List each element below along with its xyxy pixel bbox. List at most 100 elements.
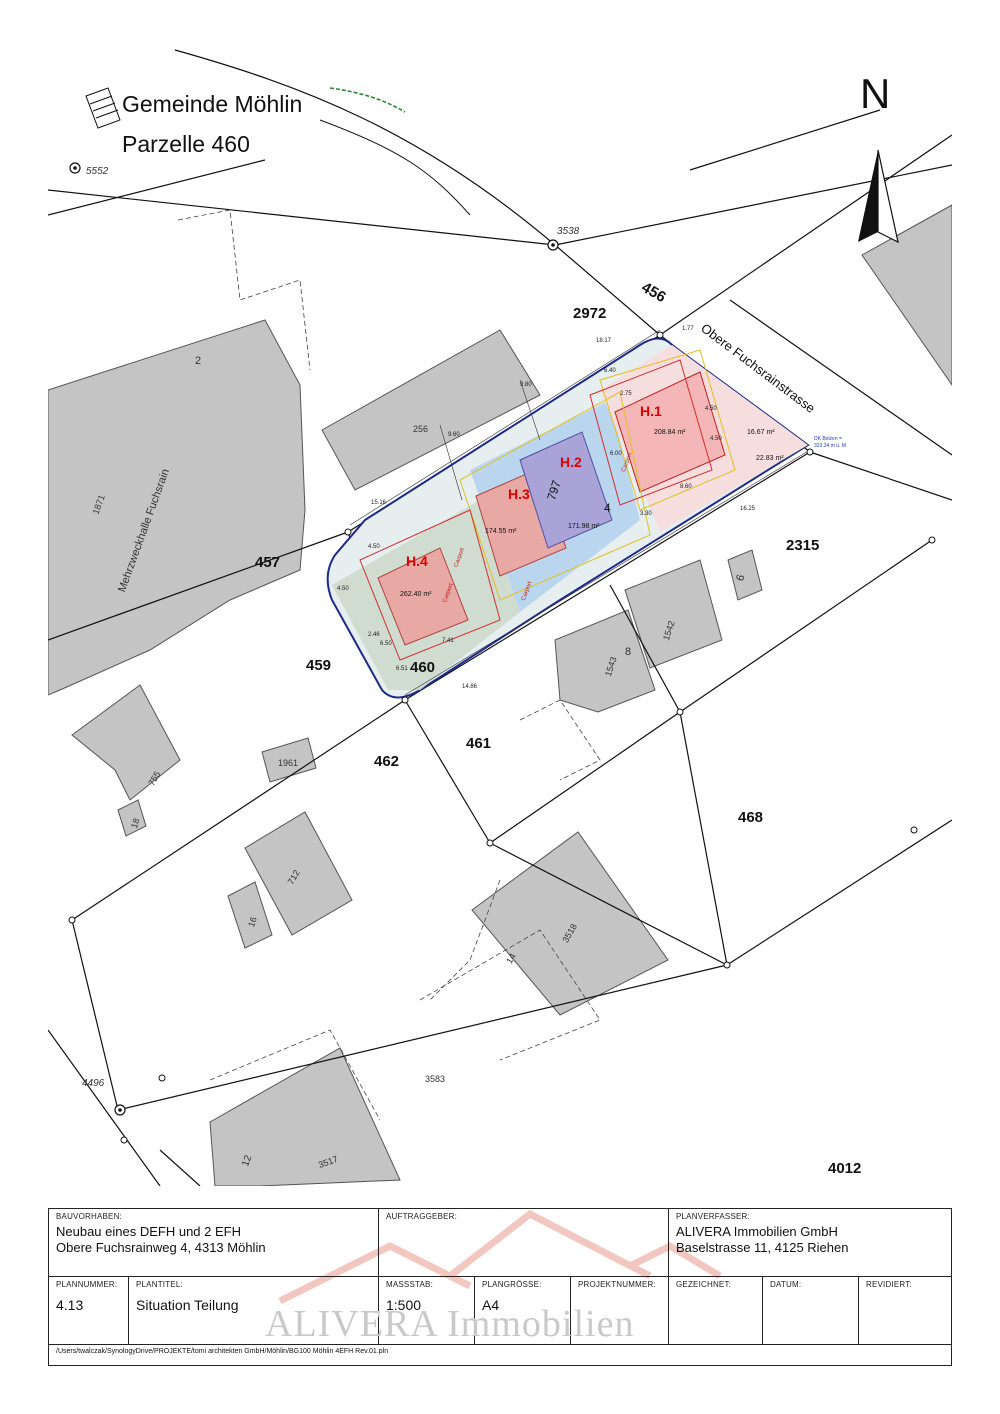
house-number-797: 797 [544,478,564,502]
cell-bauvorhaben: BAUVORHABEN: Neubau eines DEFH und 2 EFH… [49,1209,379,1277]
svg-text:16.25: 16.25 [740,506,756,512]
building-755 [71,684,181,801]
house-h4-label: H.4 [406,553,428,569]
plangroesse-value: A4 [482,1297,500,1313]
parcel-468: 468 [738,809,763,826]
svg-text:14: 14 [504,952,518,966]
svg-text:6.51: 6.51 [396,666,408,672]
parcel-456: 456 [639,279,669,306]
house-number-4: 4 [604,501,611,515]
north-label: N [860,70,890,117]
cell-plantitel: PLANTITEL: Situation Teilung [129,1277,379,1345]
svg-text:7.41: 7.41 [442,638,454,644]
planverfasser-line1: ALIVERA Immobilien GmbH [676,1224,838,1239]
building-16 [227,881,273,949]
dk-note-2: 323.34 m ü. M [814,443,846,449]
house-h2-area: 171.98 m² [568,523,600,530]
building-north-east [861,204,952,386]
svg-text:18.17: 18.17 [596,338,612,344]
cell-plangroesse: PLANGRÖSSE: A4 [475,1277,571,1345]
file-path: /Users/twalczak/SynologyDrive/PROJEKTE/t… [56,1348,389,1355]
svg-text:4.50: 4.50 [337,586,349,592]
cell-planverfasser: PLANVERFASSER: ALIVERA Immobilien GmbH B… [669,1209,951,1277]
svg-text:14.86: 14.86 [462,684,478,690]
plannummer-value: 4.13 [56,1297,84,1313]
house-h2-label: H.2 [560,454,582,470]
building-3518 [471,831,669,1016]
svg-text:9.60: 9.60 [448,432,460,438]
svg-text:256: 256 [413,424,428,434]
parcel-462: 462 [374,753,399,770]
house-h3-area: 174.55 m² [485,528,517,535]
cell-revidiert: REVIDIERT: [859,1277,951,1345]
svg-text:6: 6 [734,573,747,583]
parcel-4012: 4012 [828,1160,861,1177]
building-mehrzweckhalle [48,319,306,696]
svg-text:9.80: 9.80 [520,382,532,388]
area-small-2: 22.83 m² [756,455,784,462]
svg-text:15.16: 15.16 [371,500,387,506]
site-plan-map: 2 256 6 8 1542 1543 755 18 1961 712 16 3… [48,48,952,1186]
point-label-5552: 5552 [86,166,109,177]
house-h4-area: 262.40 m² [400,591,432,598]
parcel-2315: 2315 [786,537,819,554]
svg-text:16: 16 [246,916,259,929]
building-3517 [209,1047,401,1186]
svg-text:8.60: 8.60 [680,484,692,490]
parcel-457: 457 [255,554,280,571]
cell-file-path: /Users/twalczak/SynologyDrive/PROJEKTE/t… [49,1345,951,1365]
building-1543 [554,609,656,713]
planverfasser-line2: Baselstrasse 11, 4125 Riehen [676,1240,849,1255]
building-256 [321,329,541,491]
map-title-line2: Parzelle 460 [122,131,250,157]
svg-text:6.50: 6.50 [380,641,392,647]
point-label-4496: 4496 [82,1078,105,1089]
svg-text:2: 2 [195,355,201,367]
dk-note-1: DK Bolzen = [814,436,842,442]
svg-text:3.30: 3.30 [640,511,652,517]
svg-text:4.50: 4.50 [705,406,717,412]
svg-text:8: 8 [625,646,631,658]
svg-text:3583: 3583 [425,1074,445,1084]
parcel-461: 461 [466,735,491,752]
parcel-459: 459 [306,657,331,674]
cell-plannummer: PLANNUMMER: 4.13 [49,1277,129,1345]
svg-text:2.75: 2.75 [620,391,632,397]
bauvorhaben-line1: Neubau eines DEFH und 2 EFH [56,1224,241,1239]
massstab-value: 1:500 [386,1297,422,1313]
svg-text:18: 18 [129,817,142,830]
parcel-460: 460 [410,659,435,676]
plantitel-value: Situation Teilung [136,1297,239,1313]
building-712 [244,811,353,936]
svg-text:6.00: 6.00 [610,451,622,457]
building-6 [727,549,763,601]
cell-auftraggeber: AUFTRAGGEBER: [379,1209,669,1277]
svg-text:1.77: 1.77 [682,326,694,332]
house-h1-label: H.1 [640,403,662,419]
map-title-line1: Gemeinde Möhlin [122,91,302,117]
house-h1 [614,371,726,493]
cell-gezeichnet: GEZEICHNET: [669,1277,763,1345]
svg-text:12: 12 [240,1153,254,1168]
house-h3-label: H.3 [508,486,530,502]
area-small-1: 16.67 m² [747,429,775,436]
svg-text:4.50: 4.50 [368,544,380,550]
svg-text:4.50: 4.50 [710,436,722,442]
svg-text:6.40: 6.40 [604,368,616,374]
building-1961 [261,737,317,783]
parcel-2972: 2972 [573,305,606,322]
title-block: BAUVORHABEN: Neubau eines DEFH und 2 EFH… [48,1208,952,1366]
stairs-icon [85,87,121,129]
house-h1-area: 208.84 m² [654,429,686,436]
north-arrow-icon [858,149,899,244]
point-label-3538: 3538 [557,226,580,237]
svg-text:2.46: 2.46 [368,632,380,638]
house-h4 [377,547,469,646]
building-18 [117,799,147,837]
bauvorhaben-line2: Obere Fuchsrainweg 4, 4313 Möhlin [56,1240,266,1255]
cell-datum: DATUM: [763,1277,859,1345]
cell-projektnummer: PROJEKTNUMMER: [571,1277,669,1345]
house-h2 [519,431,613,549]
cell-massstab: MASSSTAB: 1:500 [379,1277,475,1345]
svg-text:1961: 1961 [278,758,298,768]
